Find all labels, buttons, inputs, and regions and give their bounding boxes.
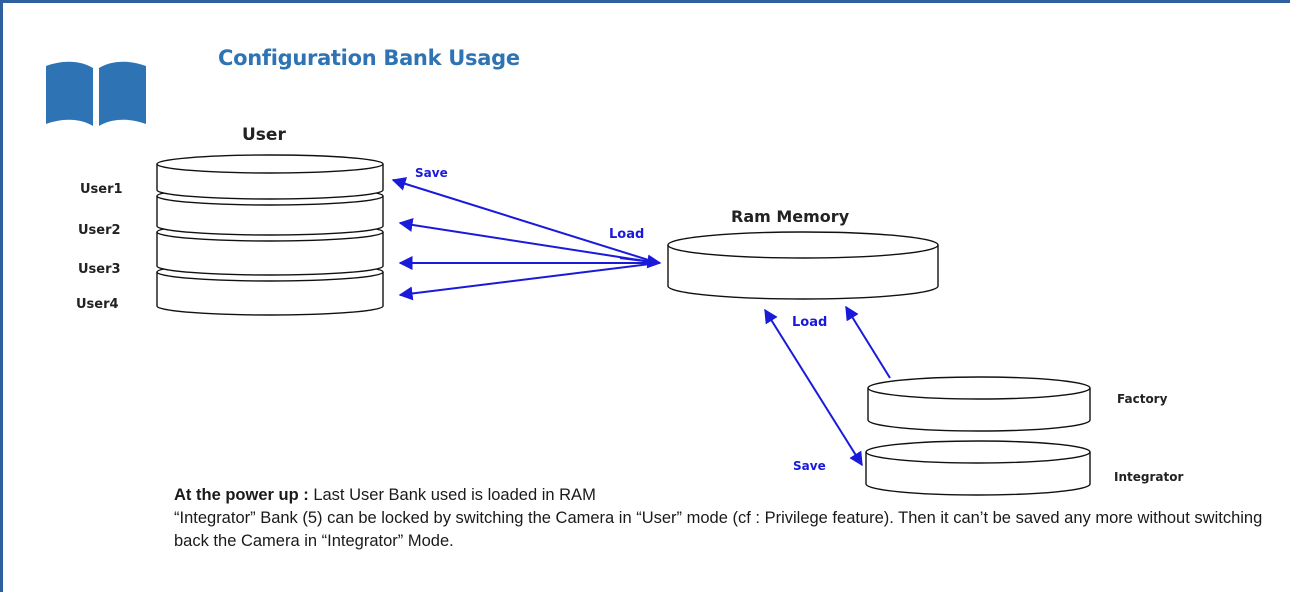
user-group-label: User bbox=[242, 125, 286, 145]
integrator-lock-note: “Integrator” Bank (5) can be locked by s… bbox=[174, 509, 1263, 550]
user2-disk bbox=[156, 196, 384, 236]
ram-load-label: Load bbox=[792, 315, 827, 330]
integrator-label: Integrator bbox=[1114, 470, 1183, 484]
user-load-label: Load bbox=[609, 227, 644, 242]
power-up-note: At the power up : Last User Bank used is… bbox=[174, 484, 1274, 507]
ram-memory-disk bbox=[667, 231, 939, 300]
user1-disk bbox=[156, 164, 384, 200]
user1-label: User1 bbox=[80, 182, 123, 197]
load-arrow-user4 bbox=[398, 262, 659, 301]
user1-disk-top bbox=[156, 154, 384, 174]
factory-disk bbox=[867, 376, 1091, 432]
integrator-save-arrow bbox=[764, 308, 863, 467]
notes-block: At the power up : Last User Bank used is… bbox=[174, 484, 1274, 553]
user4-disk bbox=[156, 272, 384, 316]
integrator-disk bbox=[865, 440, 1091, 496]
user3-disk bbox=[156, 232, 384, 276]
user-bank-stack bbox=[156, 154, 384, 316]
integrator-save-label: Save bbox=[793, 459, 826, 473]
factory-load-arrow bbox=[845, 305, 891, 379]
load-arrow-user2 bbox=[398, 218, 659, 264]
ram-arrowhead-anchor bbox=[619, 254, 662, 269]
page-title: Configuration Bank Usage bbox=[218, 46, 520, 70]
user2-label: User2 bbox=[78, 223, 121, 238]
power-up-label: At the power up : bbox=[174, 486, 309, 504]
ram-memory-label: Ram Memory bbox=[731, 207, 850, 226]
save-arrow-to-user1 bbox=[391, 177, 659, 264]
factory-label: Factory bbox=[1117, 392, 1168, 406]
user3-label: User3 bbox=[78, 262, 121, 277]
open-book-icon bbox=[46, 61, 146, 126]
user4-label: User4 bbox=[76, 297, 119, 312]
power-up-text: Last User Bank used is loaded in RAM bbox=[308, 486, 596, 504]
user-save-label: Save bbox=[415, 166, 448, 180]
